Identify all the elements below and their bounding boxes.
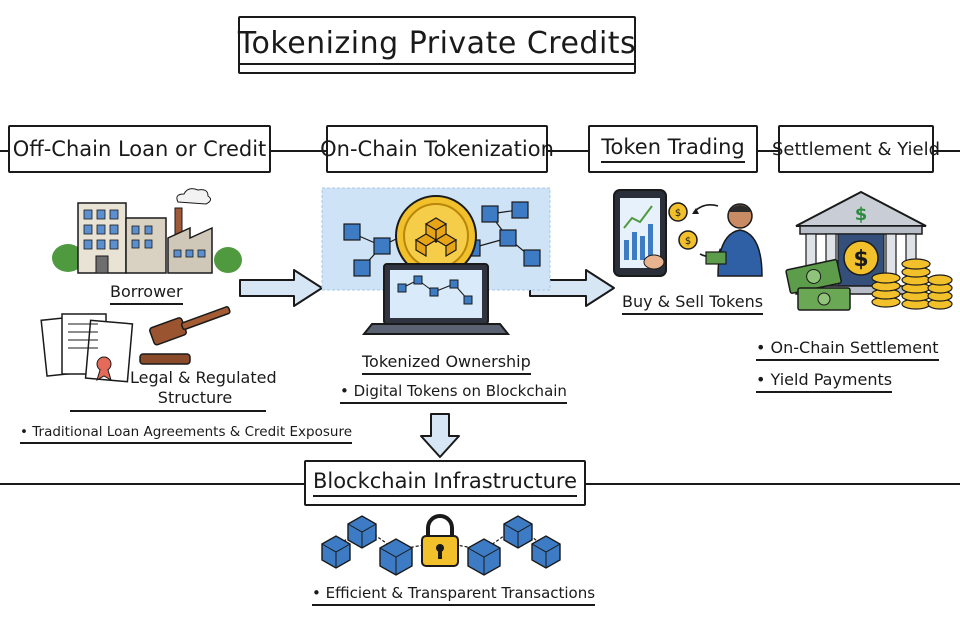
stage-off-chain-label: Off-Chain Loan or Credit xyxy=(12,137,267,161)
svg-text:$: $ xyxy=(853,247,868,272)
svg-text:$: $ xyxy=(675,208,681,219)
svg-text:$: $ xyxy=(855,204,868,225)
legal-structure-line2: Structure xyxy=(157,388,233,407)
stage-trading-box: Token Trading xyxy=(588,125,758,173)
stage-settlement-box: Settlement & Yield xyxy=(772,125,940,173)
stage-off-chain-box: Off-Chain Loan or Credit xyxy=(8,125,271,173)
settlement-bullet-2: • Yield Payments xyxy=(756,370,893,393)
infrastructure-box: Blockchain Infrastructure xyxy=(304,460,586,506)
arrow-right-to-trading xyxy=(529,269,615,307)
legal-documents-gavel-illustration xyxy=(40,306,231,383)
tokenization-bullet: • Digital Tokens on Blockchain xyxy=(340,382,567,404)
tokenized-ownership-label: Tokenized Ownership xyxy=(362,352,531,375)
svg-text:$: $ xyxy=(685,236,691,247)
infrastructure-title: Blockchain Infrastructure xyxy=(312,469,578,497)
buy-sell-tokens-label: Buy & Sell Tokens xyxy=(622,292,764,315)
stage-settlement-label: Settlement & Yield xyxy=(771,138,941,160)
legal-structure-label: Legal & Regulated Structure xyxy=(130,368,277,408)
diagram-title-box: Tokenizing Private Credits xyxy=(237,16,637,74)
legal-structure-line1: Legal & Regulated xyxy=(130,368,277,387)
legal-underline xyxy=(70,410,266,412)
settlement-bank-illustration: $ $ xyxy=(785,190,953,311)
arrow-right-to-tokenization xyxy=(239,269,323,307)
borrower-label: Borrower xyxy=(110,282,183,305)
infrastructure-bullet: • Efficient & Transparent Transactions xyxy=(312,584,596,606)
stage-tokenization-label: On-Chain Tokenization xyxy=(320,137,554,161)
settlement-bullet-1: • On-Chain Settlement xyxy=(756,338,939,361)
tokenization-laptop-illustration xyxy=(321,187,551,335)
borrower-buildings-illustration xyxy=(52,188,242,274)
diagram-title: Tokenizing Private Credits xyxy=(237,26,637,65)
stage-tokenization-box: On-Chain Tokenization xyxy=(320,125,554,173)
blockchain-lock-illustration xyxy=(321,514,561,576)
stage-trading-label: Token Trading xyxy=(601,135,745,163)
off-chain-bullet: • Traditional Loan Agreements & Credit E… xyxy=(20,424,353,444)
token-trading-illustration: $ $ xyxy=(613,189,763,277)
arrow-down-to-infrastructure xyxy=(420,413,460,458)
